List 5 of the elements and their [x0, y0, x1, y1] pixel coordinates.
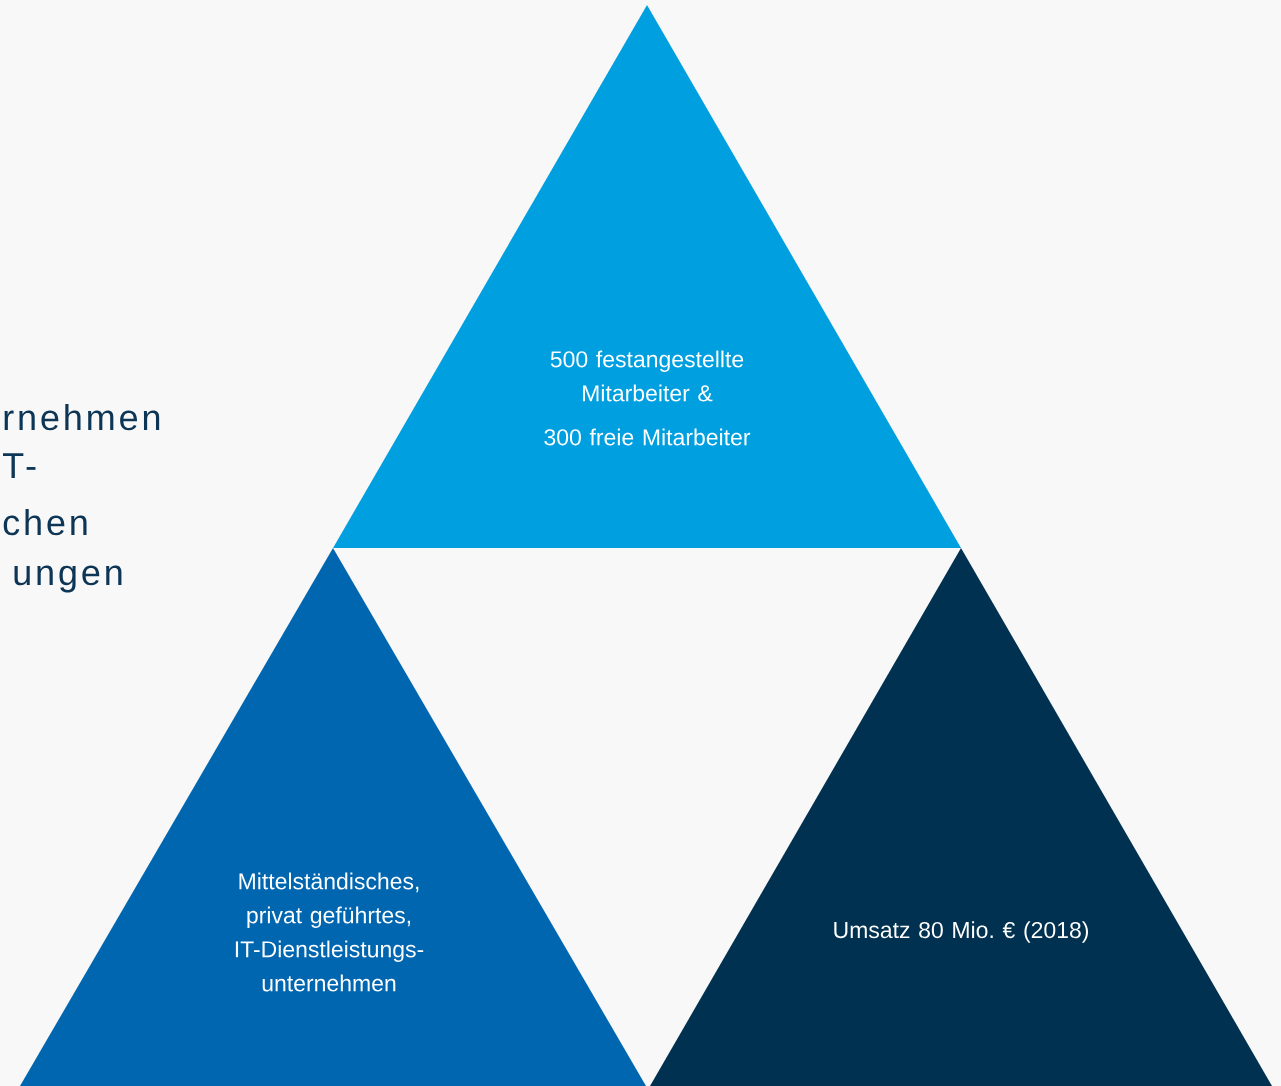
triangle: 500 festangestellte Mitarbeiter & 300 freie Mitarbeiter [333, 5, 961, 548]
heading-fragment: T- [3, 453, 36, 478]
triangle: Umsatz 80 Mio. € (2018) [650, 548, 1272, 1086]
heading-fragment: rnehmen [4, 403, 160, 431]
heading-fragment: chen [3, 508, 87, 536]
